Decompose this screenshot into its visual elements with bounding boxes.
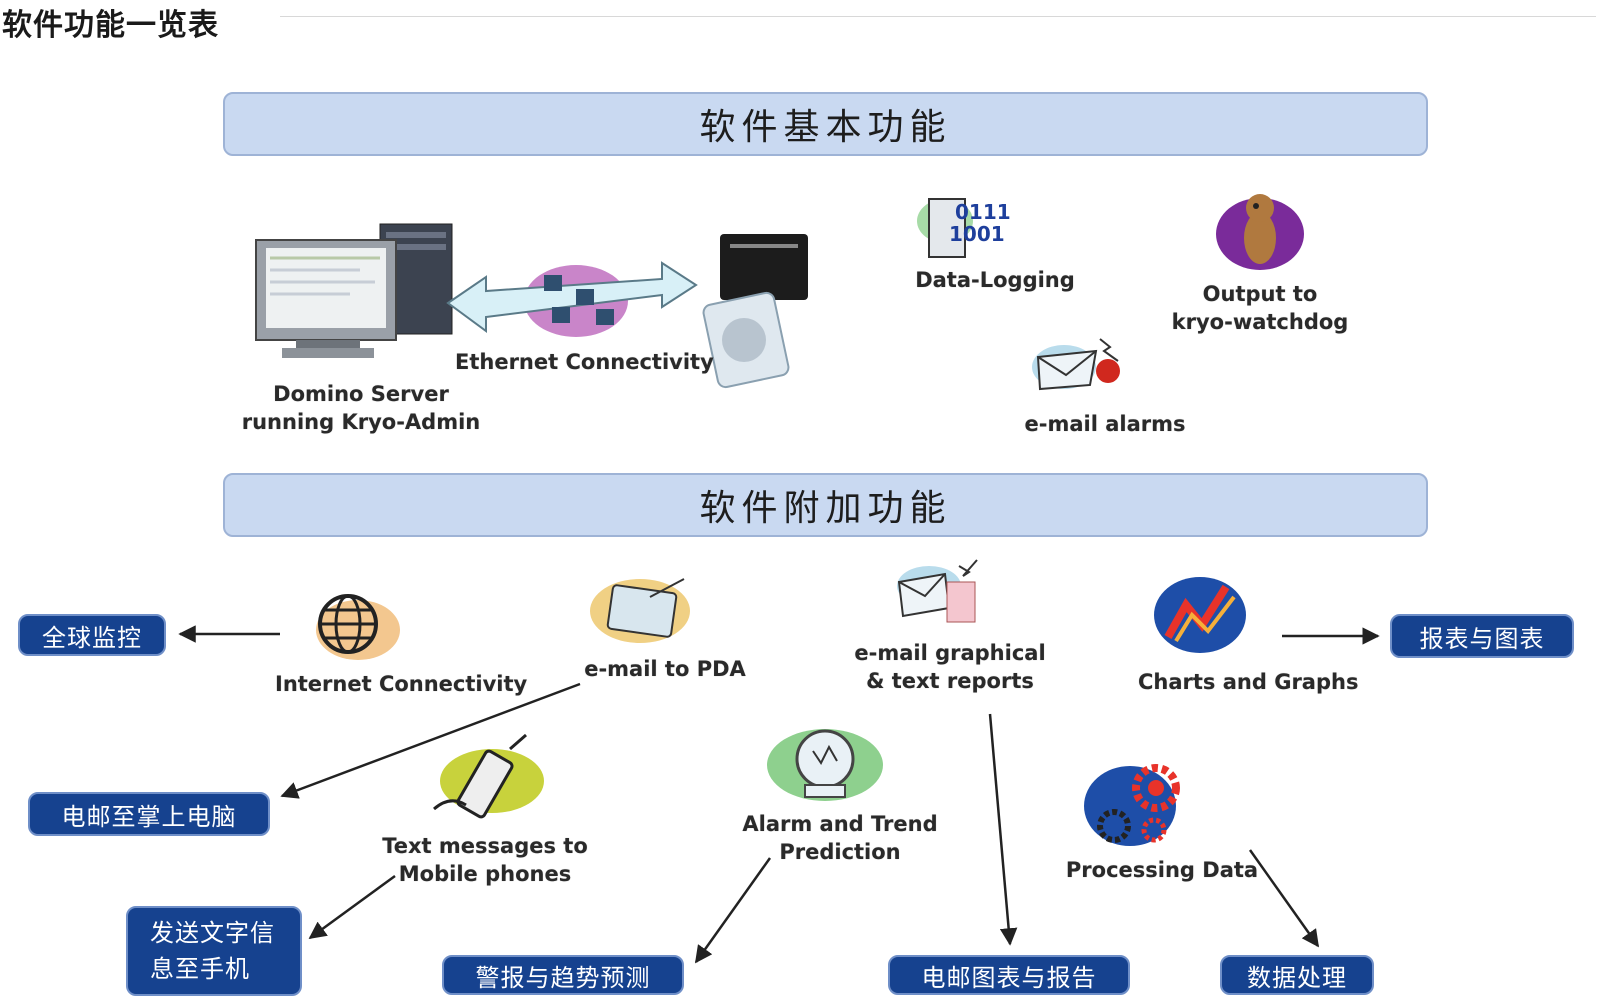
logger-device-icon (702, 234, 808, 389)
email-reports-callout: 电邮图表与报告 (888, 955, 1130, 995)
sms-callout-line1: 发送文字信 (150, 919, 275, 947)
server-computer-icon (255, 223, 453, 358)
data-logging-icon: 0111 1001 (917, 198, 1011, 258)
title-divider (280, 16, 1596, 17)
crystal-ball-icon (767, 729, 883, 801)
watchdog-label: Output to kryo-watchdog (1160, 280, 1360, 336)
email-reports-line1: e-mail graphical (854, 641, 1046, 665)
ethernet-label: Ethernet Connectivity (455, 350, 714, 374)
basic-features-header: 软件基本功能 (223, 92, 1428, 156)
data-processing-callout: 数据处理 (1220, 955, 1374, 995)
server-label-line1: Domino Server (273, 382, 449, 406)
text-messages-label: Text messages to Mobile phones (380, 832, 590, 888)
text-messages-line2: Mobile phones (398, 862, 572, 886)
email-reports-line2: & text reports (866, 669, 1034, 693)
email-alarms-label: e-mail alarms (1024, 412, 1186, 436)
email-reports-label: e-mail graphical & text reports (845, 639, 1055, 695)
pda-email-icon (590, 578, 690, 643)
alarm-trend-line2: Prediction (779, 840, 901, 864)
watchdog-label-line2: kryo-watchdog (1171, 310, 1349, 334)
server-label: Domino Server running Kryo-Admin (236, 380, 486, 436)
page-title: 软件功能一览表 (2, 8, 219, 43)
alarm-trend-callout: 警报与趋势预测 (442, 955, 684, 995)
svg-text:1001: 1001 (949, 222, 1005, 246)
charts-graphs-label: Charts and Graphs (1138, 670, 1359, 694)
reports-charts-callout: 报表与图表 (1390, 614, 1574, 658)
processing-gears-icon (1084, 764, 1180, 846)
ethernet-network-icon (446, 261, 698, 337)
data-logging-label: Data-Logging (915, 268, 1075, 292)
text-messages-line1: Text messages to (382, 834, 588, 858)
global-monitoring-callout: 全球监控 (18, 614, 166, 656)
watchdog-icon (1216, 194, 1304, 270)
mobile-phone-icon (433, 733, 544, 819)
globe-icon (316, 594, 400, 660)
alarm-trend-line1: Alarm and Trend (742, 812, 938, 836)
email-pda-callout: 电邮至掌上电脑 (28, 792, 270, 836)
email-alarm-icon (1032, 338, 1120, 391)
alarm-trend-label: Alarm and Trend Prediction (735, 810, 945, 866)
sms-callout: 发送文字信 息至手机 (126, 906, 302, 996)
arrow-sms-to-callout (308, 874, 396, 940)
arrow-processing-to-callout (1248, 849, 1320, 948)
internet-connectivity-label: Internet Connectivity (275, 672, 528, 696)
arrow-pda-to-callout (280, 682, 581, 799)
sms-callout-line2: 息至手机 (150, 955, 250, 983)
email-pda-label: e-mail to PDA (584, 657, 746, 681)
watchdog-label-line1: Output to (1202, 282, 1318, 306)
graphical-report-icon (897, 559, 978, 623)
arrow-alarm-to-callout (694, 857, 772, 964)
svg-text:0111: 0111 (955, 200, 1011, 224)
charts-graphs-icon (1154, 577, 1246, 653)
processing-data-label: Processing Data (1065, 858, 1259, 882)
extra-features-header: 软件附加功能 (223, 473, 1428, 537)
arrow-reports-to-callout (988, 713, 1018, 946)
server-label-line2: running Kryo-Admin (241, 410, 481, 434)
